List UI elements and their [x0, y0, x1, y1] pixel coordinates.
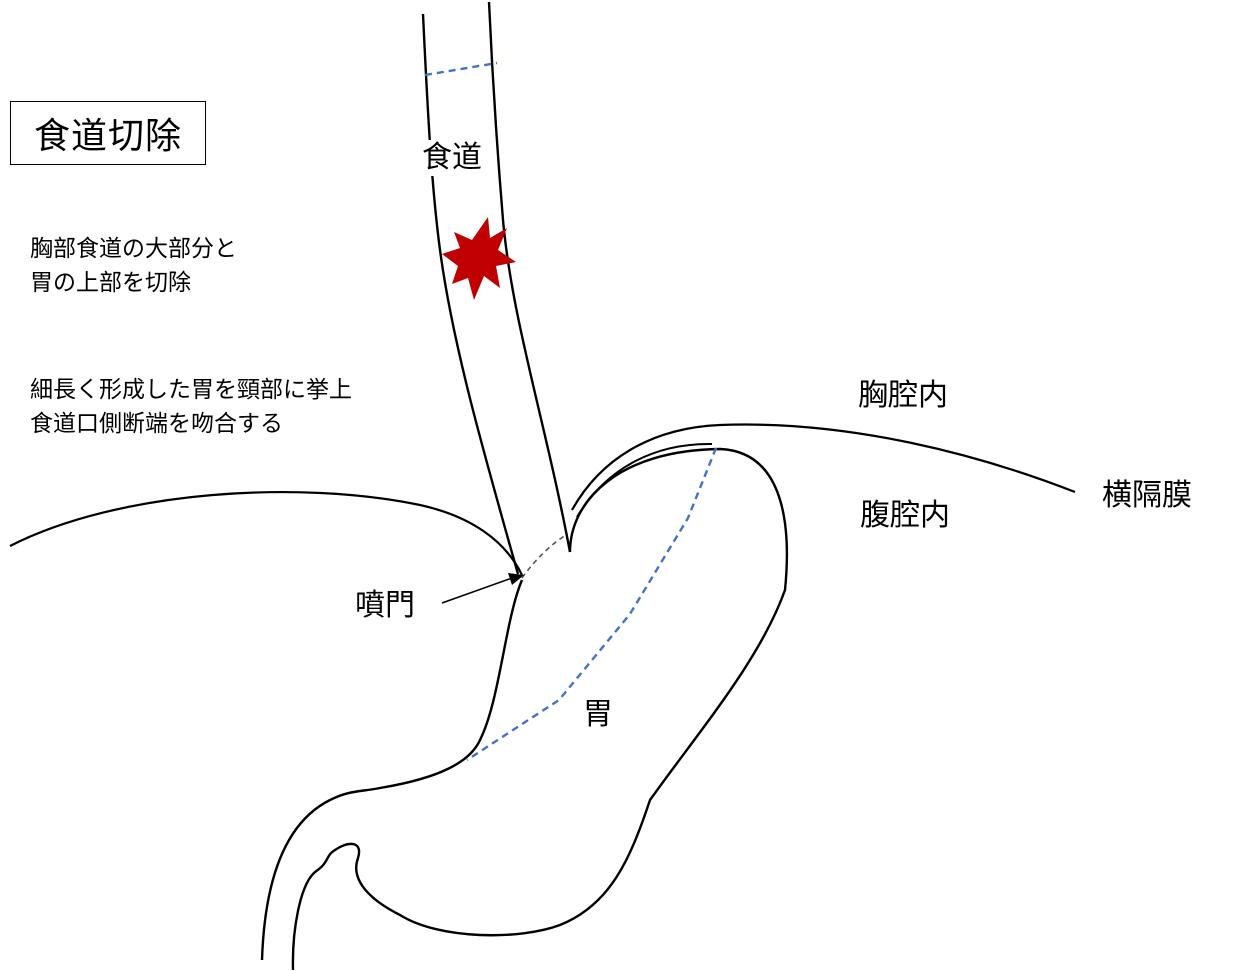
thoracic-cavity-label: 胸腔内 — [858, 378, 948, 413]
resection-note: 胸部食道の大部分と 胃の上部を切除 — [30, 232, 237, 300]
title-text: 食道切除 — [33, 116, 182, 157]
cardia-arrow-head — [508, 573, 524, 585]
cardia-arrow-line — [441, 577, 513, 604]
diaphragm-label: 横隔膜 — [1102, 478, 1192, 513]
stomach-resection-line — [466, 447, 718, 762]
diaphragm-line-left — [9, 490, 523, 576]
abdominal-cavity-label: 腹腔内 — [860, 498, 950, 533]
reconstruction-note: 細長く形成した胃を頸部に挙上 食道口側断端を吻合する — [30, 373, 352, 441]
esophagus-right-wall — [487, 1, 572, 553]
stomach-label: 胃 — [583, 697, 613, 732]
esophagus-resection-line — [424, 61, 498, 77]
title-box: 食道切除 — [10, 101, 206, 165]
tumor-burst — [442, 217, 516, 300]
esophagus-label: 食道 — [422, 140, 482, 176]
cardia-dashed-junction — [521, 534, 567, 579]
note-line: 胃の上部を切除 — [30, 270, 191, 296]
stomach-lesser-curvature — [260, 579, 524, 961]
diaphragm-line-right — [571, 423, 1076, 511]
cardia-label: 噴門 — [355, 588, 415, 623]
note-line: 食道口側断端を吻合する — [30, 411, 283, 437]
stomach-outline — [291, 447, 789, 971]
esophagus-left-wall — [421, 13, 520, 575]
note-line: 細長く形成した胃を頸部に挙上 — [30, 377, 352, 403]
note-line: 胸部食道の大部分と — [30, 236, 237, 262]
